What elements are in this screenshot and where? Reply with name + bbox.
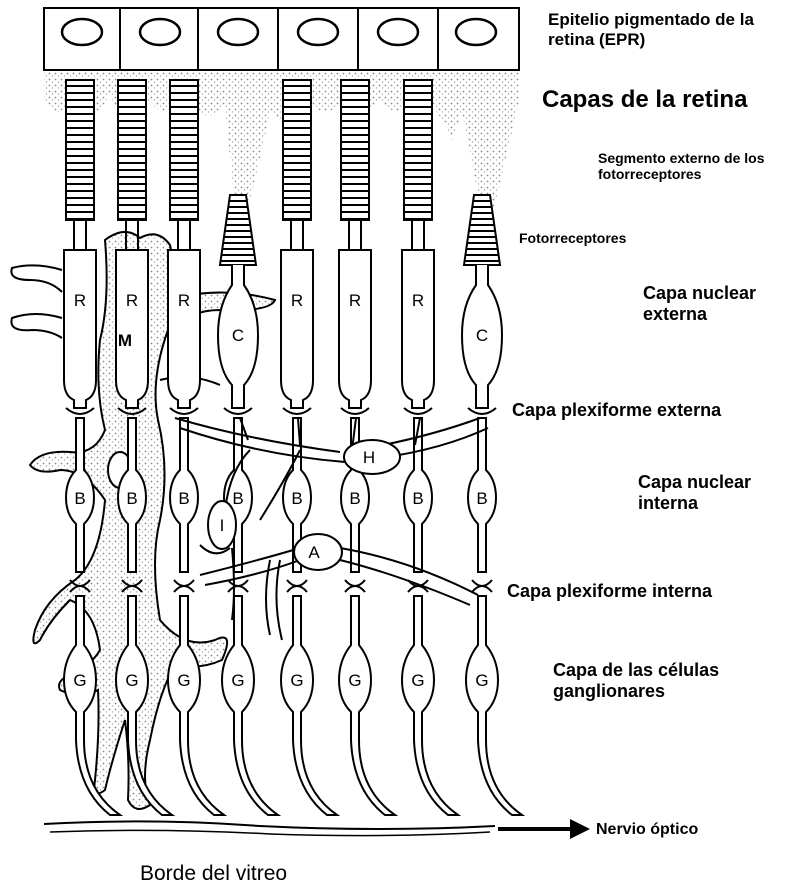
rod-letter: R xyxy=(291,291,303,310)
rod-inner-segment xyxy=(281,250,313,408)
rpe-cells xyxy=(44,8,519,70)
label-ganglion-layer: Capa de las células ganglionares xyxy=(553,660,773,701)
ganglion-letter: G xyxy=(231,671,244,690)
rod-cilium xyxy=(74,220,86,250)
vitreous-border-line xyxy=(50,830,490,835)
cell-columns: R B G R B G R B G C B G R B G R B G R B G C B G xyxy=(64,80,522,815)
bipolar-synapse xyxy=(174,580,194,592)
rpe-nucleus xyxy=(456,19,496,45)
rod-cilium xyxy=(178,220,190,250)
rpe-nucleus xyxy=(378,19,418,45)
rod-cilium xyxy=(291,220,303,250)
ganglion-cell xyxy=(402,596,458,815)
bipolar-synapse xyxy=(228,580,248,592)
bipolar-letter: B xyxy=(291,489,302,508)
ganglion-letter: G xyxy=(125,671,138,690)
ganglion-letter: G xyxy=(475,671,488,690)
rod-inner-segment xyxy=(168,250,200,408)
cell-column: R B G xyxy=(168,80,224,815)
label-epr: Epitelio pigmentado de la retina (EPR) xyxy=(548,10,788,49)
diagram-title: Capas de la retina xyxy=(542,86,790,114)
rpe-nucleus xyxy=(140,19,180,45)
arrow-right-icon xyxy=(498,819,590,839)
rod-inner-segment xyxy=(402,250,434,408)
rod-letter: R xyxy=(126,291,138,310)
bipolar-synapse xyxy=(345,580,365,592)
ganglion-letter: G xyxy=(177,671,190,690)
rod-inner-segment xyxy=(64,250,96,408)
label-vitreous-border: Borde del vitreo xyxy=(140,862,287,886)
bipolar-synapse xyxy=(287,580,307,592)
rod-inner-segment xyxy=(339,250,371,408)
bipolar-letter: B xyxy=(412,489,423,508)
rod-letter: R xyxy=(178,291,190,310)
ganglion-letter: G xyxy=(290,671,303,690)
label-outer-plexiform: Capa plexiforme externa xyxy=(512,400,721,421)
rod-letter: R xyxy=(412,291,424,310)
rod-inner-segment xyxy=(116,250,148,408)
amacrine-cell-letter: A xyxy=(308,543,320,562)
ganglion-cell xyxy=(466,596,522,815)
bipolar-letter: B xyxy=(178,489,189,508)
rpe-nucleus xyxy=(298,19,338,45)
muller-cell-letter: M xyxy=(118,331,132,350)
label-outer-nuclear: Capa nuclear externa xyxy=(643,283,783,324)
interplexiform-cell-letter: I xyxy=(220,516,225,535)
label-optic-nerve: Nervio óptico xyxy=(596,821,698,839)
bipolar-letter: B xyxy=(349,489,360,508)
rod-letter: R xyxy=(349,291,361,310)
horizontal-cell-letter: H xyxy=(363,448,375,467)
ganglion-letter: G xyxy=(411,671,424,690)
rpe-stipple xyxy=(44,68,519,214)
ganglion-cell xyxy=(281,596,337,815)
bipolar-letter: B xyxy=(126,489,137,508)
rpe-layer xyxy=(44,8,519,214)
bipolar-letter: B xyxy=(74,489,85,508)
vitreous-border-line xyxy=(44,821,495,829)
label-photoreceptors: Fotorreceptores xyxy=(519,230,626,246)
ganglion-cell xyxy=(168,596,224,815)
bipolar-synapse xyxy=(472,580,492,592)
rod-letter: R xyxy=(74,291,86,310)
label-outer-segment: Segmento externo de los fotorreceptores xyxy=(598,150,788,182)
rod-cilium xyxy=(349,220,361,250)
rpe-nucleus xyxy=(218,19,258,45)
cone-letter: C xyxy=(232,326,244,345)
cone-letter: C xyxy=(476,326,488,345)
label-inner-nuclear: Capa nuclear interna xyxy=(638,472,778,513)
ganglion-letter: G xyxy=(348,671,361,690)
cell-column: C B G xyxy=(462,195,522,815)
rpe-nucleus xyxy=(62,19,102,45)
muller-process xyxy=(11,265,62,292)
ganglion-cell xyxy=(339,596,395,815)
label-inner-plexiform: Capa plexiforme interna xyxy=(507,581,712,602)
bipolar-letter: B xyxy=(232,489,243,508)
muller-process xyxy=(11,314,62,338)
ganglion-letter: G xyxy=(73,671,86,690)
rod-cilium xyxy=(412,220,424,250)
bipolar-letter: B xyxy=(476,489,487,508)
